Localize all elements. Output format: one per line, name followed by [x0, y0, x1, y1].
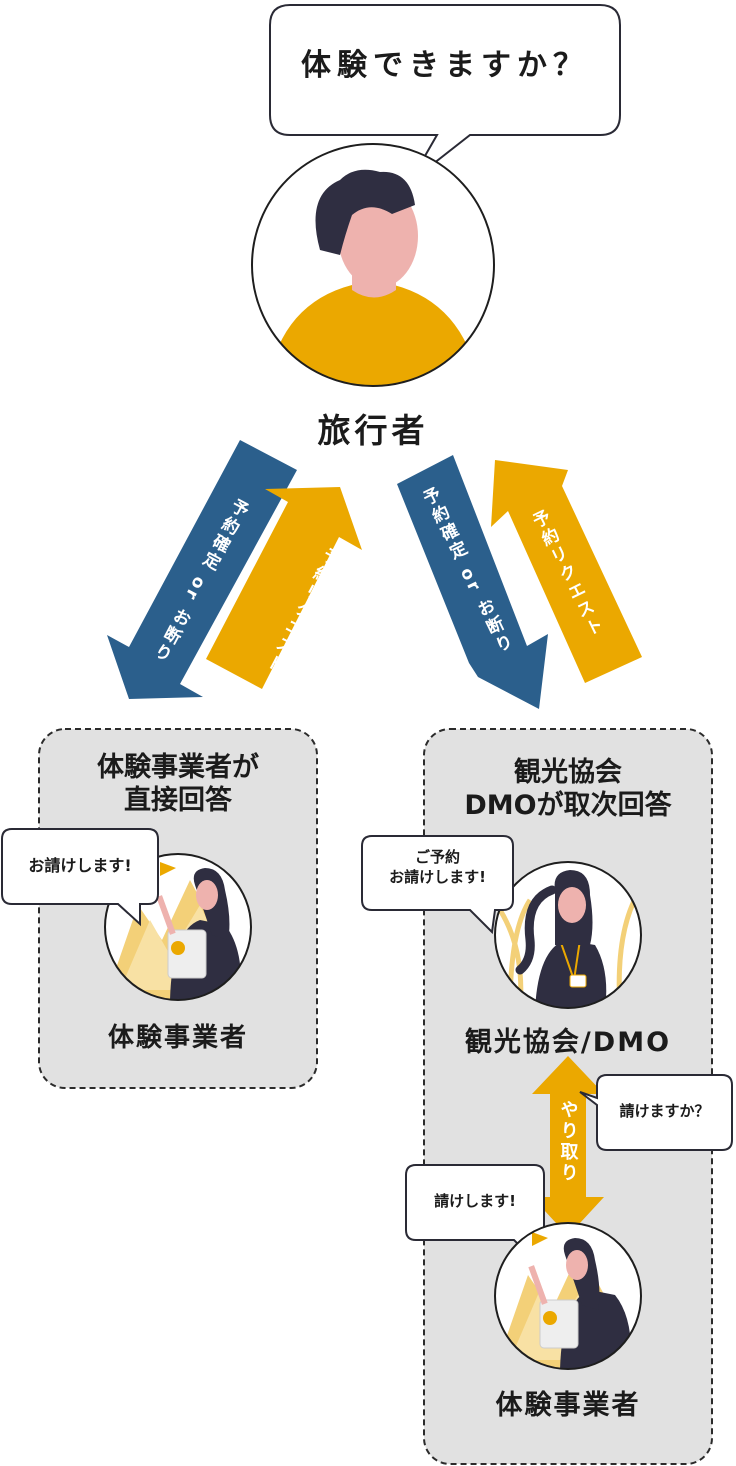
arrow-request-left — [206, 487, 362, 689]
dmo-bubble-line1: ご予約 — [414, 848, 460, 866]
left-bubble-text: お請けします! — [28, 856, 132, 875]
right-operator-label: 体験事業者 — [495, 1390, 641, 1421]
left-panel-title: 体験事業者が 直接回答 — [39, 752, 317, 818]
left-speech-bubble — [1, 828, 159, 927]
left-panel-title-line2: 直接回答 — [124, 784, 232, 816]
right-panel-title-line2: DMOが取次回答 — [464, 789, 672, 821]
ask-speech-bubble — [579, 1074, 733, 1151]
right-operator-avatar — [494, 1222, 642, 1370]
arrow-request-right — [491, 460, 642, 683]
operator-bubble-text: 請けします! — [434, 1192, 516, 1210]
right-panel-title: 観光協会 DMOが取次回答 — [424, 757, 712, 823]
arrow-confirm-left — [107, 440, 297, 699]
ask-bubble-text: 請けますか？ — [619, 1102, 710, 1120]
traveler-label: 旅行者 — [317, 411, 429, 450]
arrow-confirm-right — [397, 455, 548, 709]
arrow-exchange-label: やり取り — [557, 1100, 579, 1184]
left-panel-title-line1: 体験事業者が — [97, 752, 259, 783]
dmo-staff-avatar — [494, 861, 642, 1009]
arrow-exchange — [532, 1056, 604, 1236]
traveler-question: 体験できますか？ — [301, 48, 589, 83]
left-operator-label: 体験事業者 — [107, 1023, 248, 1053]
right-panel-title-line1: 観光協会 — [514, 757, 622, 788]
traveler-avatar — [251, 143, 495, 387]
dmo-speech-bubble — [361, 835, 514, 935]
traveler-speech-bubble — [269, 4, 621, 183]
dmo-bubble-text: ご予約 お請けします! — [362, 848, 513, 887]
dmo-label: 観光協会/DMO — [464, 1027, 672, 1058]
dmo-bubble-line2: お請けします! — [389, 867, 486, 886]
